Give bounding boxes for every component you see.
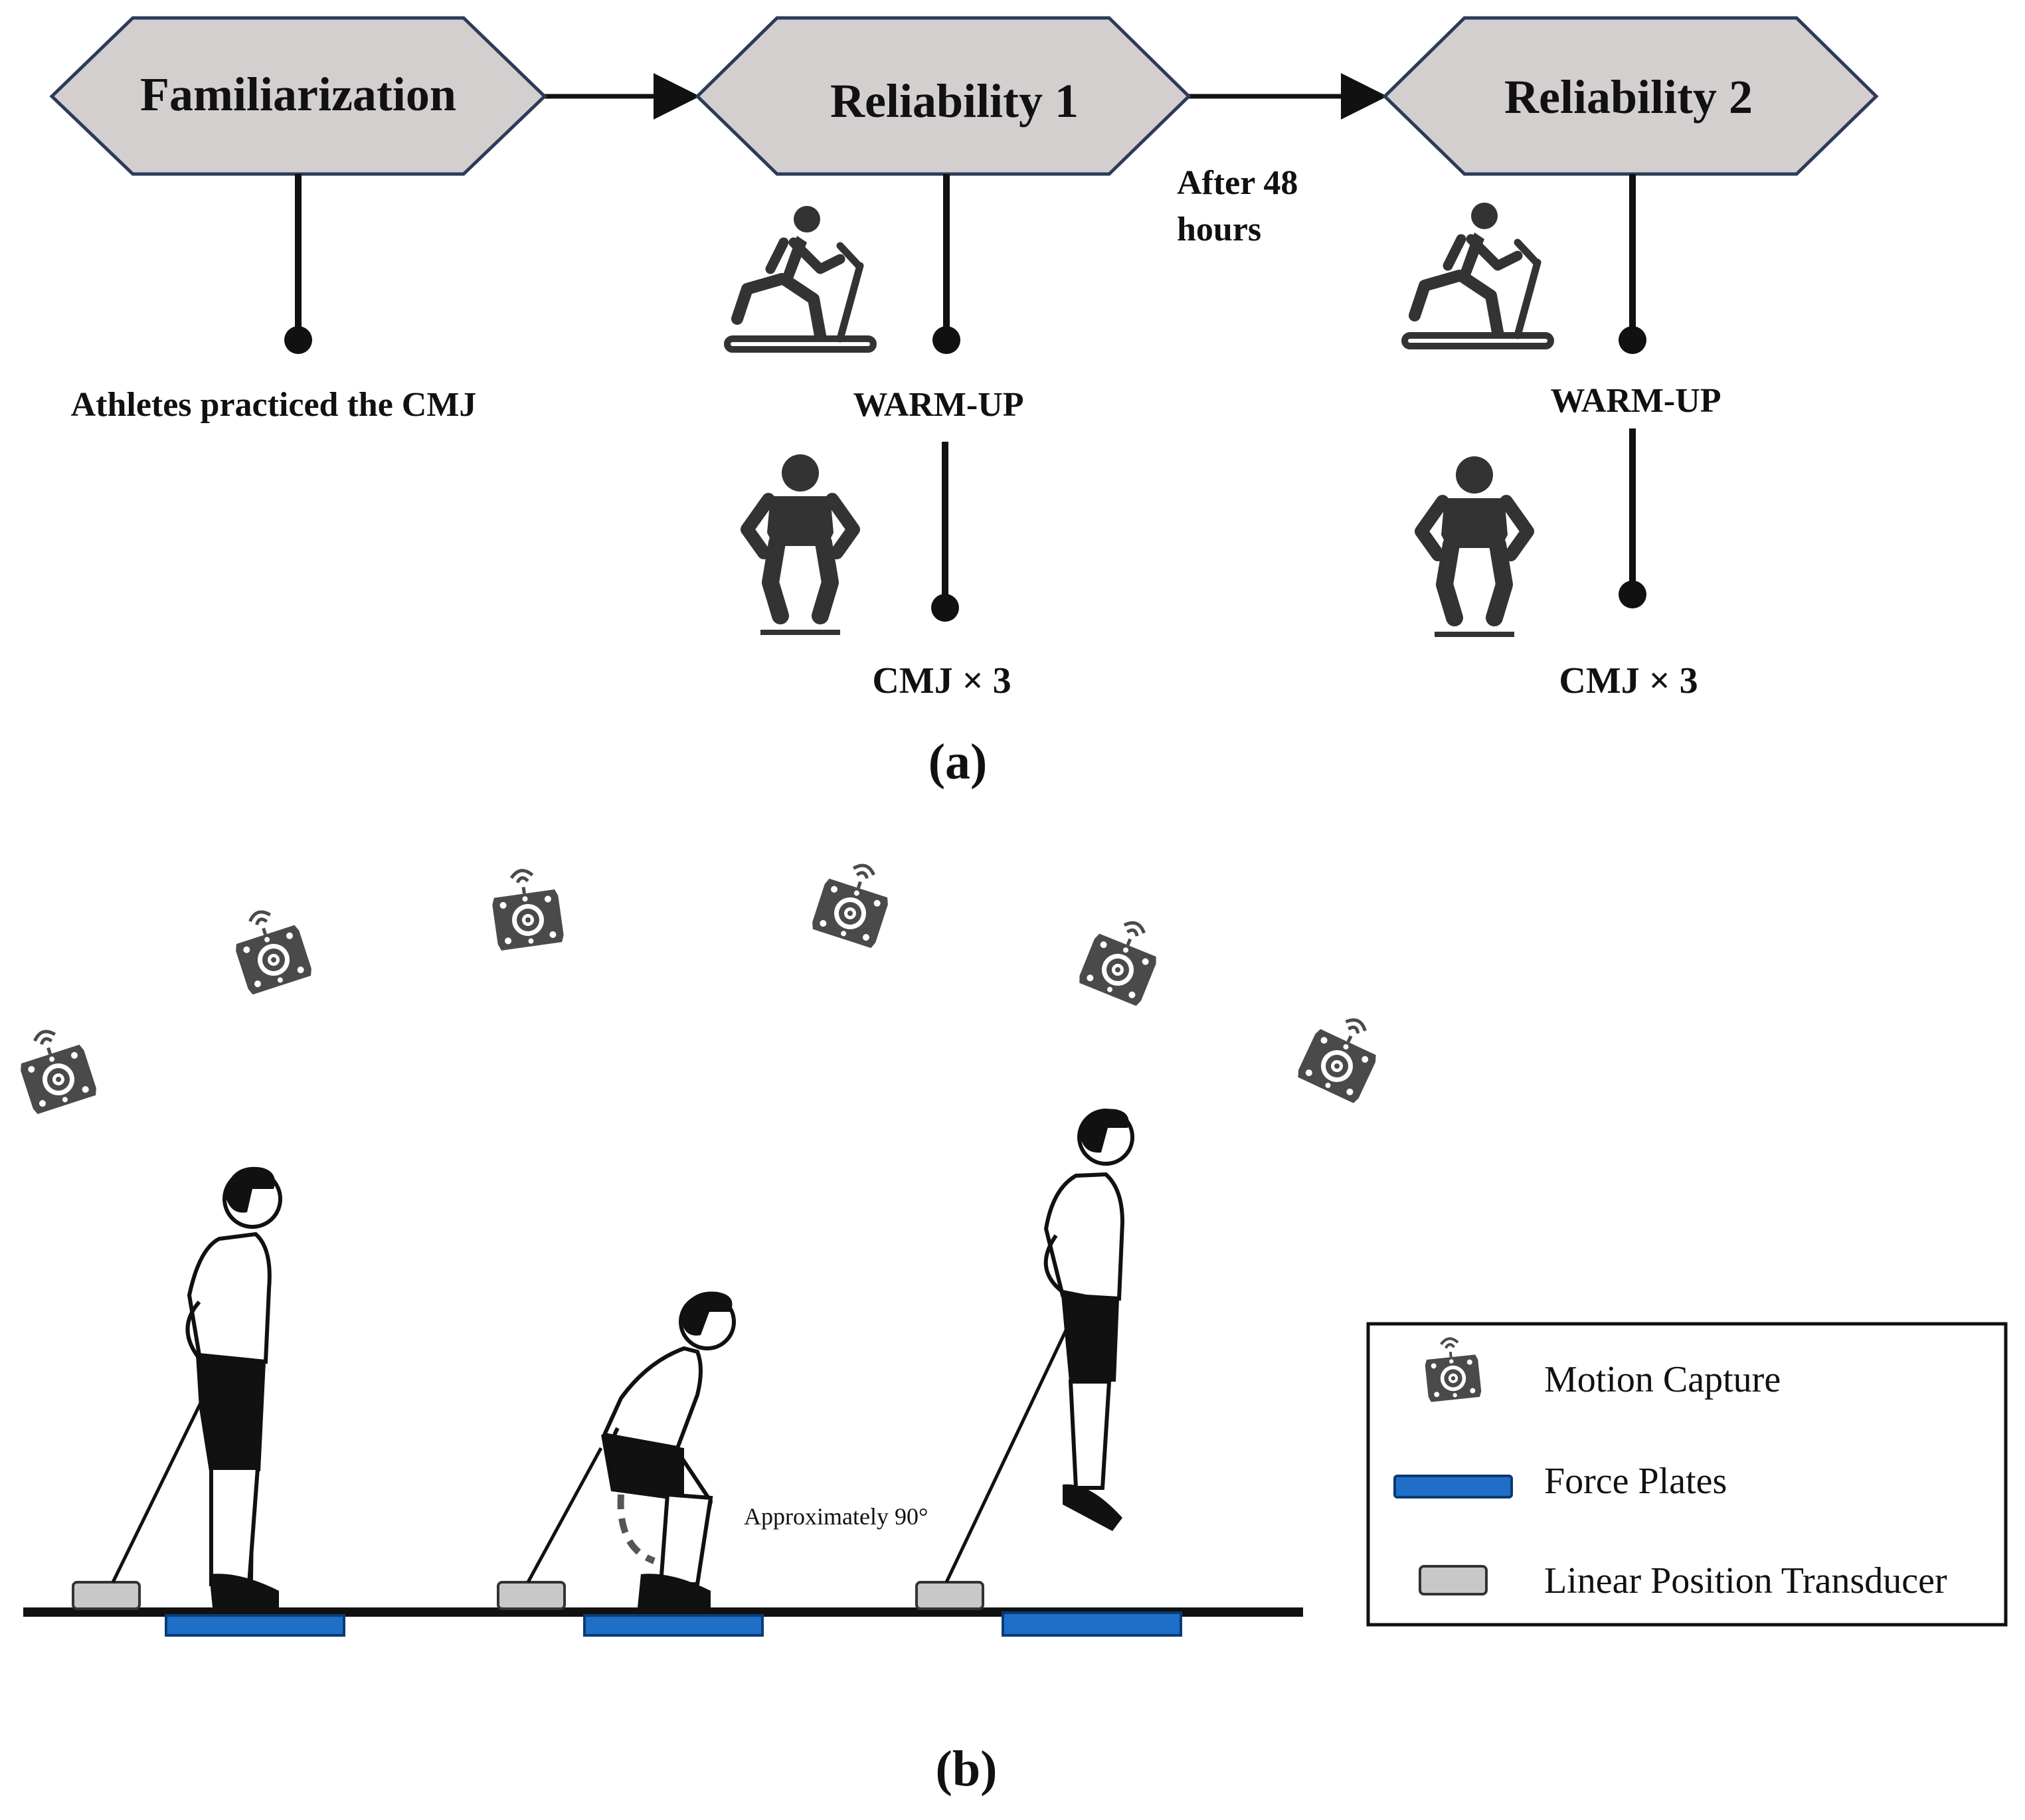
- transducer-legend-swatch: [1419, 1565, 1488, 1595]
- interval-note-line2: hours: [1177, 211, 1261, 248]
- motion-capture-camera-icon: [488, 866, 565, 951]
- stage-hexagon: [695, 16, 1191, 176]
- force-plate: [1002, 1611, 1182, 1637]
- legend-transducer: Linear Position Transducer: [1544, 1560, 1947, 1601]
- panel-a-caption: (a): [928, 734, 988, 790]
- transducer-cable: [944, 1294, 1085, 1584]
- warmup-pin-dot-2: [1619, 326, 1646, 354]
- treadmill-runner-icon: [1405, 203, 1551, 346]
- athlete-squatting: [601, 1291, 736, 1607]
- cmj-pin-dot-2: [1619, 581, 1646, 608]
- angle-note: Approximately 90°: [744, 1503, 928, 1530]
- motion-capture-camera-icon: [1077, 911, 1168, 1007]
- legend: Motion Capture Force Plates Linear Posit…: [1366, 1322, 2008, 1627]
- position-transducer: [915, 1581, 984, 1610]
- motion-capture-camera-icon: [1296, 1007, 1388, 1104]
- standing-person-icon: [747, 454, 853, 632]
- familiarization-pin-dot: [284, 326, 312, 354]
- knee-angle-arc: [617, 1494, 656, 1564]
- position-transducer: [72, 1581, 141, 1610]
- stage-label: Reliability 1: [830, 74, 1079, 128]
- transducer-cable: [111, 1394, 207, 1584]
- athlete-standing: [185, 1166, 282, 1607]
- stage-familiarization: Familiarization: [49, 16, 547, 176]
- stage-label: Familiarization: [140, 68, 456, 121]
- warmup-label-2: WARM-UP: [1550, 382, 1721, 420]
- legend-motion-capture: Motion Capture: [1544, 1359, 1781, 1400]
- warmup-label-1: WARM-UP: [853, 386, 1023, 424]
- treadmill-runner-icon: [727, 206, 873, 349]
- standing-person-icon: [1421, 456, 1528, 634]
- warmup-pin-dot-1: [932, 326, 960, 354]
- position-transducer: [497, 1581, 566, 1610]
- stage-hexagon: [49, 16, 547, 176]
- stage-reliability-1: Reliability 1: [695, 16, 1191, 176]
- familiarization-note: Athletes practiced the CMJ: [71, 386, 477, 424]
- athlete-jumping: [1043, 1109, 1134, 1531]
- stage-hexagon: [1382, 16, 1879, 176]
- interval-note-line1: After 48: [1177, 164, 1298, 202]
- setup-panel: Approximately 90° Motion Capture Force P…: [11, 856, 2008, 1797]
- force-plate: [583, 1614, 764, 1637]
- cmj-pin-dot-1: [931, 594, 959, 622]
- legend-force-plates: Force Plates: [1544, 1461, 1727, 1502]
- cmj-label-1: CMJ × 3: [872, 660, 1011, 701]
- stage-reliability-2: Reliability 2: [1382, 16, 1879, 176]
- stage-label: Reliability 2: [1504, 70, 1753, 124]
- force-plate-legend-swatch: [1393, 1475, 1513, 1499]
- force-plate: [165, 1614, 345, 1637]
- timeline-panel: Familiarization Reliability 1 Reliabilit…: [49, 16, 1879, 790]
- cmj-label-2: CMJ × 3: [1559, 660, 1698, 701]
- motion-capture-camera-icon: [810, 856, 897, 949]
- motion-capture-camera-icon: [11, 1022, 98, 1115]
- motion-capture-camera-icon: [226, 902, 313, 995]
- transducer-cable: [526, 1447, 603, 1584]
- panel-b-caption: (b): [936, 1741, 998, 1797]
